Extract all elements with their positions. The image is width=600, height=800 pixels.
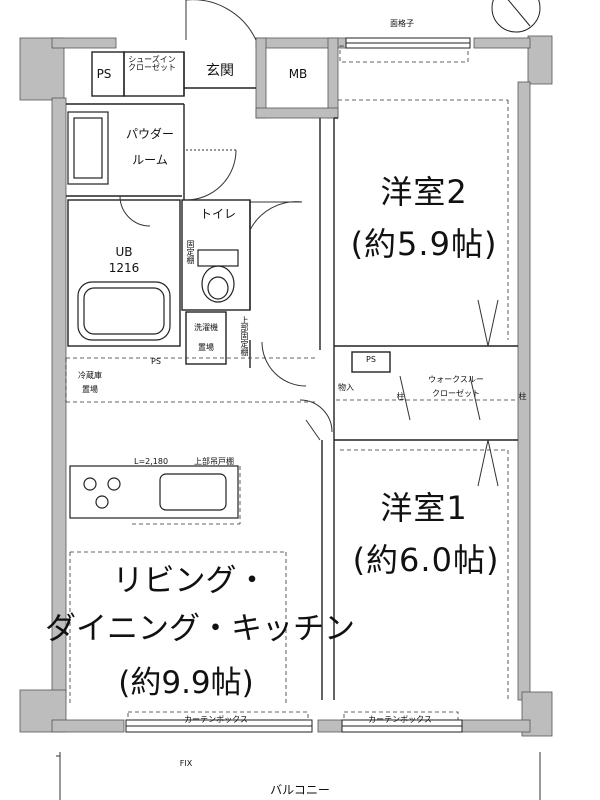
ldk-size: (約9.9帖) [118,665,254,701]
shoes-closet-label: シューズイン クローゼット [128,55,176,72]
balcony-label: バルコニー [270,783,330,797]
bedroom2-size: (約5.9帖) [350,225,498,263]
outer-walls [19,35,553,737]
balcony-railing [56,752,541,800]
ub-size-label: 1216 [108,261,140,275]
ps-top-label: PS [96,67,112,81]
ldk-name-line1: リビング・ [112,563,268,599]
compass-icon [491,0,541,33]
entrance-label: 玄関 [206,63,234,79]
bathtub [77,281,171,341]
ps-right-label: PS [366,355,376,364]
ps-mid-label: PS [151,357,161,366]
washbasin [67,111,109,185]
bedroom1-size: (約6.0帖) [352,541,500,579]
ldk-name-line2: ダイニング・キッチン [45,611,355,647]
toilet-label: トイレ [199,207,237,221]
fix-label: FIX [179,759,193,768]
walk-in-closet-label-1: ウォークスルー [428,375,484,384]
upper-fixed-shelf-label: 上部固定棚 [240,316,249,356]
bedroom2-name: 洋室2 [380,173,468,211]
storage-label: 物入 [338,383,354,392]
fridge-label-2: 置場 [82,385,98,394]
bedroom1-name: 洋室1 [380,489,468,527]
curtain-box-left-label: カーテンボックス [184,715,248,724]
pillar-right-label: 柱 [518,392,527,400]
washer-label-2: 置場 [198,343,214,352]
windows [125,37,471,733]
interior-walls [66,51,518,700]
fixed-shelf-label: 固定棚 [186,240,195,264]
kitchen-spec-label: L=2,180 [134,457,169,466]
toilet-fixture [197,249,239,303]
walk-in-closet-label-2: クローゼット [432,389,480,398]
upper-cabinet-label: 上部吊戸棚 [194,457,234,466]
pillar-left-label: 柱 [396,392,405,400]
door-swings [119,0,499,487]
mb-label: MB [288,67,308,81]
washer-label-1: 洗濯機 [194,323,218,332]
curtain-box-right-label: カーテンボックス [368,715,432,724]
fridge-label-1: 冷蔵庫 [78,371,102,380]
powder-room-label-2: ルーム [132,153,168,167]
lattice-label: 面格子 [390,19,414,28]
ub-label: UB [115,245,133,259]
powder-room-label-1: パウダー [125,127,175,141]
kitchen-counter [69,465,239,519]
